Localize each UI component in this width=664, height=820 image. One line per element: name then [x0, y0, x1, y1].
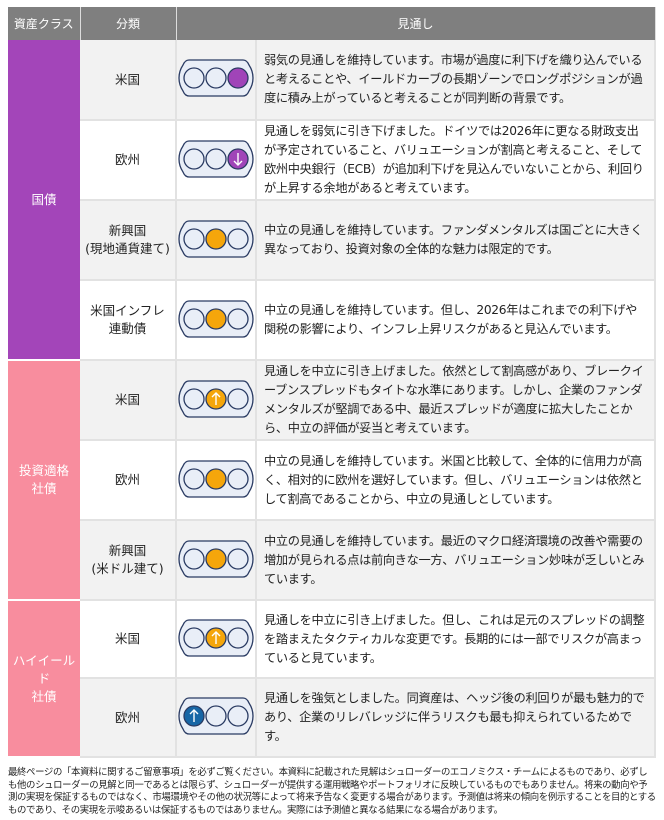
disclaimer: 最終ページの「本資料に関するご留意事項」を必ずご覧ください。本資料に記載された見…: [8, 767, 656, 816]
unlit-lamp: [227, 547, 249, 570]
category-label: 米国: [114, 71, 140, 87]
signal-cell: [176, 280, 257, 361]
header-outlook: 見通し: [176, 7, 656, 40]
category-cell: 欧州: [80, 678, 177, 758]
unlit-lamp: [227, 705, 249, 727]
table-row: 欧州 中立の見通しを維持しています。米国と比較して、全体的に信用力が高く、相対的に…: [8, 440, 656, 521]
asset-class-label: ハイイールド 社債: [12, 652, 76, 704]
table-row: ハイイールド 社債 米国 見通しを中立に引き上げました。但し、これは足元のスプレッド…: [8, 600, 656, 758]
outlook-text: 見通しを中立に引き上げました。依然として割高感があり、ブレークイーブンスプレッド…: [256, 360, 656, 441]
category-label: 米国インフレ 連動債: [90, 303, 165, 336]
unlit-lamp: [205, 67, 227, 89]
lit-lamp: [205, 307, 227, 330]
asset-class-cell: ハイイールド 社債: [8, 600, 80, 758]
category-label: 欧州: [114, 152, 140, 167]
unlit-lamp: [183, 307, 205, 330]
traffic-light-icon: [177, 618, 255, 662]
header-asset-class: 資産クラス: [8, 7, 81, 40]
arrow-up-icon: [211, 630, 221, 644]
table-row: 国債 米国 弱気の見通しを維持しています。市場が過度に利下げを織り込んでいると考える…: [8, 40, 656, 361]
unlit-lamp: [227, 227, 249, 250]
unlit-lamp: [183, 227, 205, 250]
category-cell: 欧州: [80, 120, 177, 201]
category-cell: 米国: [80, 600, 177, 679]
traffic-light-icon: [177, 697, 255, 740]
signal-cell: [176, 440, 257, 521]
unlit-lamp: [205, 705, 227, 727]
lit-lamp: [205, 467, 227, 490]
category-cell: 米国: [80, 40, 177, 121]
category-cell: 新興国 (現地通貨建て): [80, 200, 177, 281]
unlit-lamp: [183, 67, 205, 89]
signal-cell: [176, 678, 257, 758]
traffic-light-icon: [177, 219, 255, 263]
asset-class-label: 投資適格 社債: [18, 463, 69, 496]
unlit-lamp: [227, 626, 249, 649]
signal-cell: [176, 600, 257, 679]
unlit-lamp: [183, 387, 205, 410]
table-row: 新興国 (現地通貨建て) 中立の見通しを維持しています。ファンダメンタルズは国ごと…: [8, 200, 656, 281]
unlit-lamp: [183, 547, 205, 570]
outlook-text: 中立の見通しを維持しています。ファンダメンタルズは国ごとに大きく異なっており、投…: [256, 200, 656, 281]
lit-lamp: [205, 547, 227, 570]
signal-cell: [176, 200, 257, 281]
outlook-text: 中立の見通しを維持しています。但し、2026年はこれまでの利下げや関税の影響によ…: [256, 280, 656, 361]
traffic-light-icon: [177, 539, 255, 583]
table-row: 米国インフレ 連動債 中立の見通しを維持しています。但し、2026年はこれまでの利…: [8, 280, 656, 361]
asset-class-label: 国債: [31, 191, 57, 207]
table-row: 欧州 見通しを弱気に引き下げました。ドイツでは2026年に更なる財政支出が予定され…: [8, 120, 656, 201]
traffic-light-icon: [177, 459, 255, 503]
unlit-lamp: [183, 147, 205, 170]
traffic-light-icon: [177, 379, 255, 423]
category-label: 米国: [114, 392, 140, 407]
outlook-text: 弱気の見通しを維持しています。市場が過度に利下げを織り込んでいると考えることや、…: [256, 40, 656, 121]
header-category: 分類: [80, 7, 177, 40]
category-cell: 欧州: [80, 440, 177, 521]
outlook-text: 中立の見通しを維持しています。最近のマクロ経済環境の改善や需要の増加が見られる点…: [256, 520, 656, 601]
outlook-text: 見通しを強気としました。同資産は、ヘッジ後の利回りが最も魅力的であり、企業のリレ…: [256, 678, 656, 758]
lit-lamp: [205, 227, 227, 250]
category-cell: 米国インフレ 連動債: [80, 280, 177, 361]
outlook-text: 中立の見通しを維持しています。米国と比較して、全体的に信用力が高く、相対的に欧州…: [256, 440, 656, 521]
signal-cell: [176, 120, 257, 201]
asset-class-cell: 投資適格 社債: [8, 360, 80, 601]
category-label: 新興国 (現地通貨建て): [85, 223, 170, 256]
table-row: 欧州 見通しを強気としました。同資産は、ヘッジ後の利回りが最も魅力的であり、企業の…: [8, 678, 656, 758]
signal-cell: [176, 360, 257, 441]
unlit-lamp: [227, 387, 249, 410]
signal-cell: [176, 520, 257, 601]
arrow-up-icon: [189, 709, 199, 722]
outlook-table: 資産クラス 分類 見通し 国債米国弱気の見通しを維持しています。市場が過度に利下…: [8, 7, 656, 758]
traffic-light-icon: [177, 299, 255, 343]
unlit-lamp: [227, 307, 249, 330]
lit-lamp: [227, 67, 249, 89]
category-cell: 米国: [80, 360, 177, 441]
asset-class-cell: 国債: [8, 40, 80, 361]
category-label: 米国: [114, 631, 140, 646]
table-row: 新興国 (米ドル建て) 中立の見通しを維持しています。最近のマクロ経済環境の改善や…: [8, 520, 656, 601]
outlook-text: 見通しを中立に引き上げました。但し、これは足元のスプレッドの調整を踏まえたタクテ…: [256, 600, 656, 679]
outlook-text: 見通しを弱気に引き下げました。ドイツでは2026年に更なる財政支出が予定されてい…: [256, 120, 656, 201]
unlit-lamp: [183, 467, 205, 490]
table-row: 投資適格 社債 米国 見通しを中立に引き上げました。依然として割高感があり、ブレーク…: [8, 360, 656, 601]
unlit-lamp: [205, 147, 227, 170]
arrow-up-icon: [211, 391, 221, 405]
category-label: 欧州: [114, 472, 140, 487]
category-label: 欧州: [114, 709, 140, 725]
unlit-lamp: [227, 467, 249, 490]
traffic-light-icon: [177, 139, 255, 183]
category-label: 新興国 (米ドル建て): [91, 543, 164, 576]
category-cell: 新興国 (米ドル建て): [80, 520, 177, 601]
arrow-down-icon: [233, 152, 243, 166]
signal-cell: [176, 40, 257, 121]
traffic-light-icon: [177, 59, 255, 102]
unlit-lamp: [183, 626, 205, 649]
